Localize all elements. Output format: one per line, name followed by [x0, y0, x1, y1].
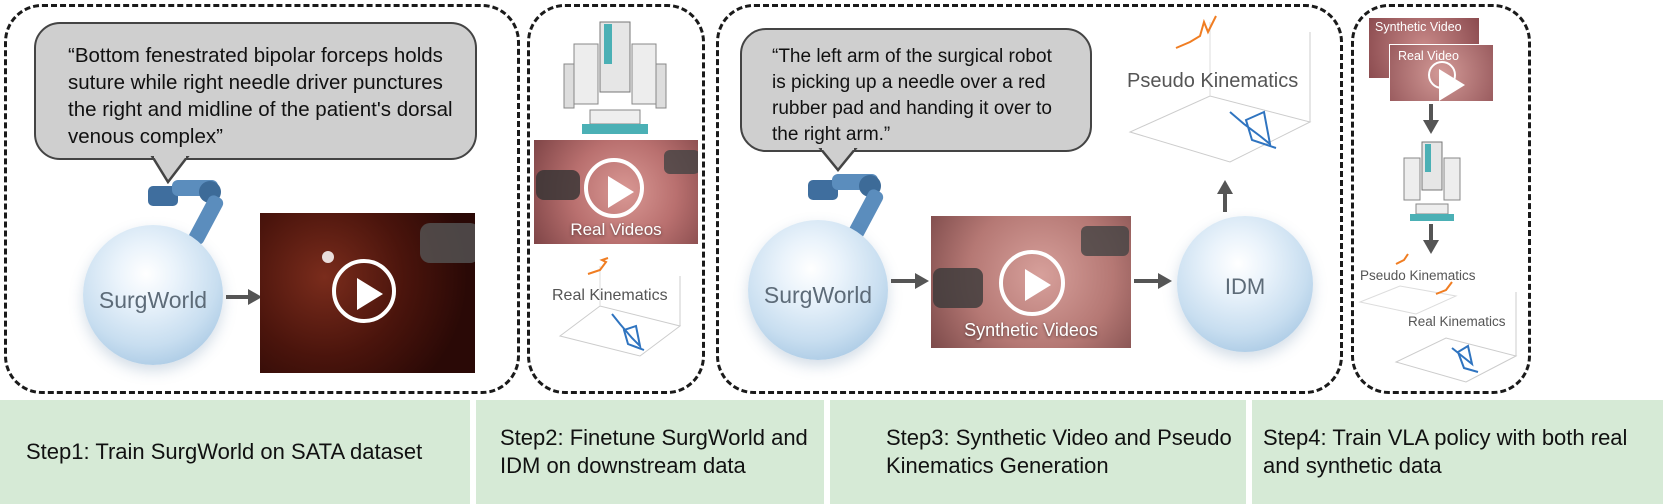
step1-surgical-video	[260, 213, 475, 373]
step1-sphere-label: SurgWorld	[98, 287, 208, 313]
step3-plot-label: Pseudo Kinematics	[1127, 70, 1299, 92]
step4-real-video-label: Real Video	[1398, 49, 1459, 63]
step4-caption-box: Step4: Train VLA policy with both real a…	[1252, 400, 1663, 504]
step3-surgworld-sphere: SurgWorld	[748, 220, 888, 360]
surgical-robot-icon	[1403, 141, 1461, 221]
step4-real-video: Real Video	[1389, 44, 1494, 102]
play-icon[interactable]	[332, 259, 396, 323]
step3-bubble-tail	[818, 148, 858, 172]
arrow-down-icon	[1423, 224, 1439, 254]
step3-caption: Step3: Synthetic Video and Pseudo Kinema…	[886, 425, 1232, 478]
step3-caption-box: Step3: Synthetic Video and Pseudo Kinema…	[830, 400, 1246, 504]
step3-synthetic-video: Synthetic Videos	[931, 216, 1131, 348]
step4-real-plot-label: Real Kinematics	[1408, 314, 1506, 329]
step4-kinematics-plots	[1358, 253, 1518, 383]
step4-pseudo-plot-label: Pseudo Kinematics	[1360, 268, 1476, 283]
idm-label: IDM	[1224, 274, 1266, 299]
step2-video-caption: Real Videos	[570, 220, 662, 239]
step3-kinematics-plot	[1128, 15, 1312, 163]
arrow-up-icon	[1217, 180, 1233, 212]
step1-caption-box: Step1: Train SurgWorld on SATA dataset	[0, 400, 470, 504]
step4-panel	[1351, 4, 1531, 394]
robot-arm-icon	[808, 174, 884, 287]
step1-surgworld-sphere: SurgWorld	[83, 225, 223, 365]
arrow-right-icon	[1134, 273, 1172, 289]
play-icon[interactable]	[1428, 61, 1466, 101]
idm-sphere: IDM	[1177, 216, 1313, 352]
surgical-robot-icon	[563, 21, 667, 134]
step2-real-video: Real Videos	[534, 140, 698, 244]
step3-sphere-label: SurgWorld	[763, 282, 873, 308]
step4-synthetic-video-label: Synthetic Video	[1375, 20, 1462, 34]
step2-caption-box: Step2: Finetune SurgWorld and IDM on dow…	[476, 400, 824, 504]
step3-video-caption: Synthetic Videos	[964, 320, 1098, 340]
step1-panel	[4, 4, 520, 394]
step3-panel	[716, 4, 1343, 394]
arrow-right-icon	[226, 289, 262, 305]
step1-bubble-tail	[150, 156, 190, 184]
step2-plot-label: Real Kinematics	[552, 287, 668, 304]
arrow-right-icon	[891, 273, 929, 289]
step2-kinematics-plot	[558, 257, 682, 357]
play-icon[interactable]	[999, 250, 1065, 316]
step1-speech-bubble: “Bottom fenestrated bipolar forceps hold…	[34, 22, 477, 160]
step3-speech-bubble: “The left arm of the surgical robot is p…	[740, 28, 1092, 152]
step4-caption: Step4: Train VLA policy with both real a…	[1263, 425, 1628, 478]
step1-caption: Step1: Train SurgWorld on SATA dataset	[26, 439, 423, 464]
play-icon[interactable]	[584, 158, 644, 218]
step2-panel	[527, 4, 705, 394]
step1-quote: “Bottom fenestrated bipolar forceps hold…	[68, 44, 453, 148]
step3-quote: “The left arm of the surgical robot is p…	[772, 46, 1052, 145]
step2-caption: Step2: Finetune SurgWorld and IDM on dow…	[500, 425, 808, 478]
arrow-down-icon	[1423, 104, 1439, 134]
